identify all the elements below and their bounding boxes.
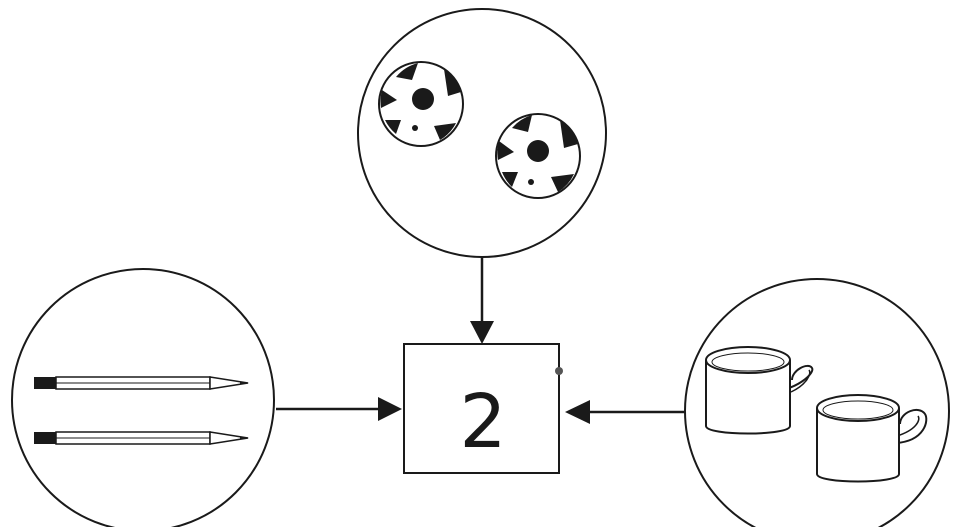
pencils-circle <box>11 268 275 527</box>
arrow-left-from-cups <box>565 400 685 424</box>
cup-icon <box>705 346 814 435</box>
box-dot <box>555 367 563 375</box>
center-box: 2 <box>403 343 563 474</box>
arrow-down-from-balls <box>470 257 494 344</box>
number-label: 2 <box>459 379 506 465</box>
cup-icon <box>816 394 928 483</box>
soccer-ball-icon <box>495 113 581 199</box>
soccer-ball-icon <box>378 61 464 147</box>
pencil-icon <box>34 431 249 445</box>
cups-group <box>684 278 950 527</box>
arrow-right-from-pencils <box>276 397 402 421</box>
pencil-icon <box>34 376 249 390</box>
pencils-group <box>11 268 275 527</box>
balls-group <box>357 8 607 258</box>
